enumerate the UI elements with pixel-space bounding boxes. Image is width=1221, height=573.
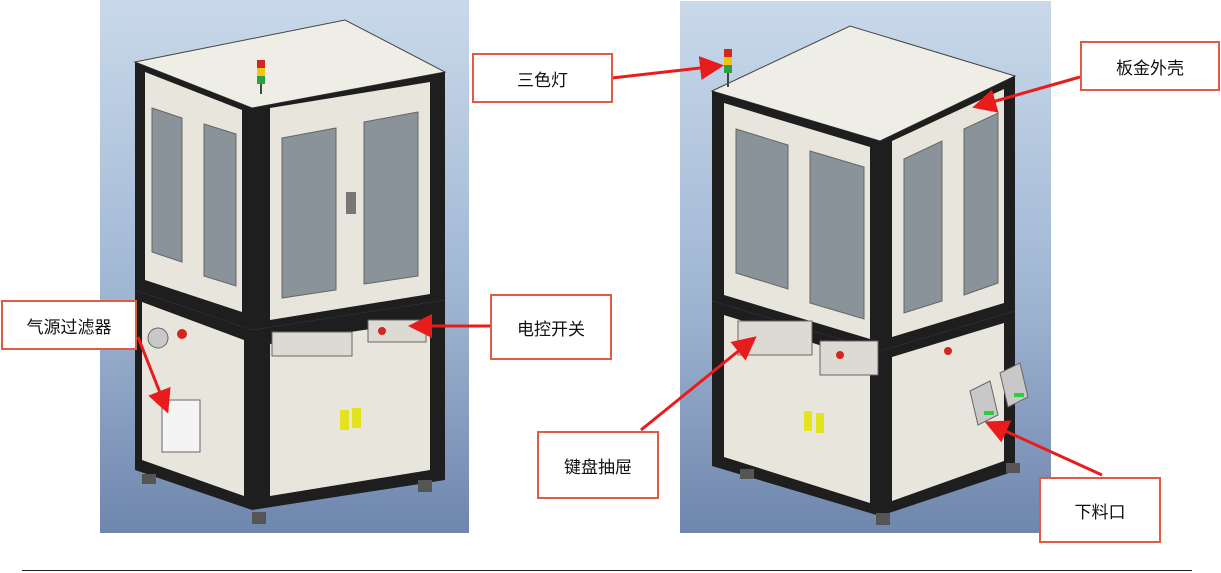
- bottom-divider: [22, 570, 1192, 571]
- callout-electric-switch: 电控开关: [490, 294, 612, 360]
- machine-illustration-left: [133, 19, 447, 524]
- callout-keyboard-drawer: 键盘抽屉: [537, 431, 659, 499]
- machine-view-right: [680, 1, 1051, 533]
- callout-sheet-metal-shell: 板金外壳: [1080, 41, 1220, 91]
- machine-view-left: [100, 0, 469, 533]
- signal-tower-icon: [724, 49, 732, 87]
- callout-air-filter: 气源过滤器: [1, 300, 137, 350]
- signal-tower-icon: [257, 60, 265, 94]
- callout-three-color-light: 三色灯: [472, 53, 613, 103]
- machine-illustration-right: [710, 25, 1029, 525]
- callout-discharge-port: 下料口: [1039, 477, 1161, 543]
